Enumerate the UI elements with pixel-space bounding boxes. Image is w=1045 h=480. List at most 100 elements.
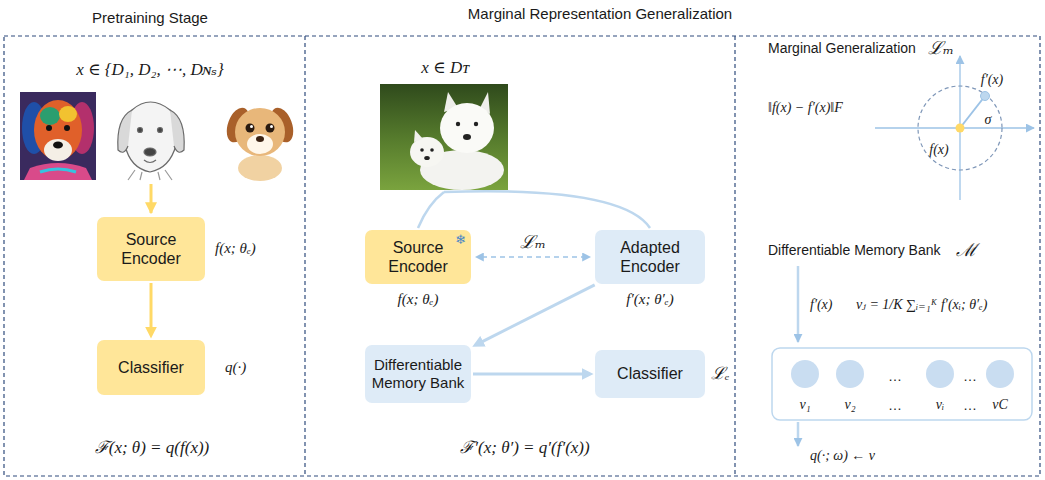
- puppy-muzzle: [247, 134, 273, 154]
- dog-nose: [144, 148, 156, 156]
- point-label: f(x): [929, 142, 948, 158]
- adapted-encoder-box: Adapted Encoder: [595, 230, 705, 284]
- connector-arrow: [150, 283, 153, 329]
- box-label: Source Encoder: [103, 230, 199, 268]
- section-heading: Marginal Generalization: [768, 40, 916, 56]
- frame-outline: [4, 36, 1040, 476]
- loss-symbol: ℒₑ: [711, 364, 729, 384]
- sketch-hatching: [128, 170, 172, 180]
- memory-row: [772, 348, 1032, 420]
- dog-eye: [474, 122, 478, 126]
- panel-frame: [4, 36, 1040, 476]
- radius-circle: [918, 86, 1002, 170]
- puppy-nose: [256, 136, 264, 142]
- panel-divider: [734, 36, 735, 476]
- puppy-eye: [430, 148, 434, 152]
- puppy-eye: [420, 148, 424, 152]
- color-patch: [59, 106, 77, 122]
- branch-line: [444, 191, 650, 228]
- eye-highlight: [270, 125, 273, 128]
- frozen-icon: ❄: [455, 233, 466, 246]
- slot-label: v₁: [799, 397, 810, 413]
- prototype-formula: vⱼ = 1/K ∑ᵢ₌₁ᴷ f′(xᵢ; θ′ₑ): [856, 297, 987, 313]
- classifier-update: q(·; ω) ← v: [810, 448, 875, 464]
- norm-formula: ‖f(x) − f′(x)‖F: [768, 100, 843, 116]
- output-arrow: [797, 422, 800, 446]
- dog-nose: [463, 134, 471, 140]
- ellipsis: …: [963, 397, 977, 413]
- source-point: [956, 124, 965, 133]
- puppy-eye: [246, 124, 255, 133]
- dog-eye: [64, 125, 70, 131]
- encoder-function: f(x; θₑ): [398, 291, 439, 308]
- memory-bank-figure: [772, 266, 1032, 446]
- dog-photo: [380, 84, 508, 190]
- point-label: f′(x): [981, 72, 1004, 88]
- color-patch: [40, 107, 60, 125]
- dog-chest: [24, 163, 92, 180]
- memory-slot: [986, 360, 1014, 388]
- connector-arrow: [482, 256, 584, 258]
- sigma-line: [960, 96, 985, 128]
- memory-bank-box: Differentiable Memory Bank: [365, 345, 471, 403]
- dog-head: [34, 100, 82, 160]
- puppy-ear: [414, 130, 423, 142]
- feature-arrow: [797, 266, 800, 342]
- target-input: x ∈ Dᴛ: [421, 58, 468, 78]
- ellipsis: …: [963, 368, 977, 384]
- section-heading: Differentiable Memory Bank: [768, 242, 940, 258]
- classifier-box: Classifier: [97, 340, 205, 395]
- dog-ear: [118, 110, 132, 152]
- classifier-box: Classifier: [595, 350, 705, 398]
- input-arrow: [150, 184, 153, 213]
- eye-highlight: [250, 125, 253, 128]
- dog-head: [440, 103, 494, 153]
- painted-dog-image: [20, 92, 96, 180]
- puppy-body: [238, 155, 282, 181]
- slot-label: vC: [992, 397, 1008, 413]
- box-label: Adapted Encoder: [601, 238, 699, 276]
- panel-title: Marginal Representation Generalization: [468, 5, 732, 22]
- input-set: x ∈ {D₁, D₂, ⋯, Dɴₛ}: [76, 60, 224, 80]
- marginal-plot: [875, 56, 1034, 200]
- dog-eye: [46, 125, 52, 131]
- encoder-function: f(x; θₑ): [215, 240, 256, 257]
- panel-divider: [304, 36, 305, 476]
- feature-label: f′(x): [810, 297, 833, 313]
- puppy-nose: [424, 156, 430, 160]
- panel-title: Pretraining Stage: [92, 9, 208, 26]
- dog-mouth: [144, 160, 156, 163]
- edge-label: ℒₘ: [518, 232, 548, 253]
- loss-symbol: ℒₘ: [928, 38, 954, 59]
- sketch-dog-image: [118, 102, 184, 180]
- photo-ground: [380, 84, 508, 190]
- box-label: Source Encoder: [371, 238, 465, 276]
- dog-muzzle: [44, 139, 72, 161]
- slot-label: vᵢ: [936, 397, 944, 413]
- puppy-eye: [266, 124, 275, 133]
- model-formula: ℱ(x; θ) = q(f(x)): [95, 438, 210, 458]
- memory-symbol: ℳ: [956, 240, 977, 261]
- image-ground: [20, 92, 96, 180]
- encoder-box: Source Encoder: [97, 217, 205, 281]
- memory-slot: [926, 360, 954, 388]
- ellipsis: …: [888, 368, 902, 384]
- adapted-point: [981, 92, 990, 101]
- box-label: Classifier: [617, 364, 683, 383]
- encoder-function: f′(x; θ′ₑ): [626, 291, 673, 308]
- branch-line: [418, 192, 444, 228]
- slot-label: v₂: [844, 397, 855, 413]
- ellipsis: …: [888, 397, 902, 413]
- connector-arrow: [481, 285, 595, 342]
- cartoon-puppy-image: [222, 105, 297, 181]
- dog-eye: [158, 128, 163, 133]
- dog-eye: [138, 128, 143, 133]
- model-formula: ℱ′(x; θ′) = q′(f′(x)): [460, 438, 589, 458]
- dog-eye: [456, 122, 460, 126]
- dog-nose: [53, 142, 63, 149]
- box-label: Differentiable Memory Bank: [371, 356, 465, 392]
- memory-slot: [836, 360, 864, 388]
- paint-stroke: [40, 169, 76, 172]
- box-label: Classifier: [118, 358, 184, 377]
